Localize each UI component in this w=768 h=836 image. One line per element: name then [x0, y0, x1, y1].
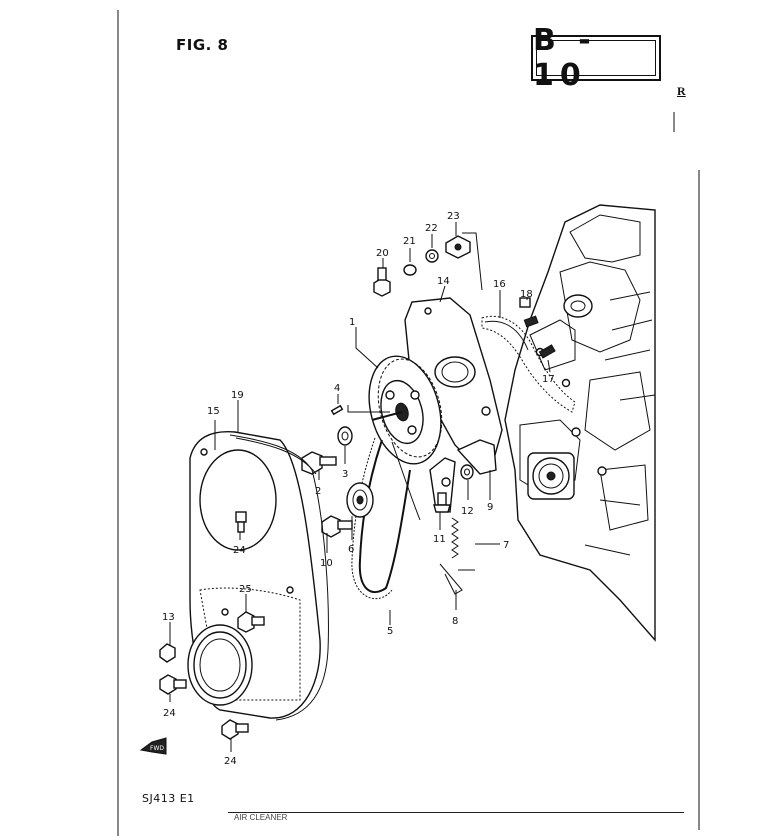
callout-20: 20 [376, 248, 389, 259]
bolt-11 [433, 492, 451, 513]
callout-17: 17 [542, 374, 555, 385]
callout-5: 5 [387, 626, 393, 637]
timing-belt [351, 437, 421, 600]
cover-bolt-24b [159, 674, 187, 695]
next-page-strip: AIR CLEANER [228, 812, 684, 826]
callout-16: 16 [493, 279, 506, 290]
callout-21: 21 [403, 236, 416, 247]
model-code-label: SJ413 E1 [142, 792, 195, 805]
callout-11: 11 [433, 534, 446, 545]
callout-4: 4 [334, 383, 340, 394]
tensioner-spring [451, 517, 475, 571]
callout-1: 1 [349, 317, 355, 328]
bolt-2 [301, 451, 337, 475]
cover-bolt-24c [221, 719, 249, 740]
callout-2: 2 [315, 486, 321, 497]
callout-7: 7 [503, 540, 509, 551]
washer-21 [403, 264, 417, 276]
callout-25: 25 [239, 584, 252, 595]
callout-labels: 1 2 3 4 5 6 7 8 9 10 11 12 13 14 15 16 1… [162, 211, 555, 767]
bolt-10 [321, 515, 353, 538]
fwd-arrow-icon: FWD [139, 737, 167, 755]
edge-mark: R [677, 84, 686, 98]
callout-22: 22 [425, 223, 438, 234]
camshaft-pulley [368, 355, 443, 465]
callout-18: 18 [520, 289, 533, 300]
key-4 [330, 404, 344, 416]
tensioner-pulley [346, 482, 374, 518]
fwd-label: FWD [150, 745, 164, 752]
spring-wire [439, 563, 463, 595]
nut-22 [425, 249, 439, 263]
callout-15: 15 [207, 406, 220, 417]
clip-18 [519, 297, 531, 308]
washer-3 [337, 426, 353, 446]
cover-gasket [481, 315, 576, 413]
callout-12: 12 [461, 506, 474, 517]
callout-23: 23 [447, 211, 460, 222]
figure-label: FIG. 8 [176, 36, 229, 54]
callout-24-upper: 24 [233, 545, 246, 556]
engine-block [504, 204, 656, 642]
leader-lines [169, 222, 551, 752]
washer-12 [460, 464, 474, 480]
callout-13: 13 [162, 612, 175, 623]
grommet-23 [445, 235, 471, 259]
callout-3: 3 [342, 469, 348, 480]
nut-13 [159, 643, 176, 663]
callout-10: 10 [320, 558, 333, 569]
callout-9: 9 [487, 502, 493, 513]
tensioner-plate [429, 439, 497, 513]
callout-19: 19 [231, 390, 244, 401]
callout-6: 6 [348, 544, 354, 555]
callout-24-left: 24 [163, 708, 176, 719]
bolt-20 [373, 267, 391, 297]
callout-24-bottom: 24 [224, 756, 237, 767]
inner-timing-cover [404, 297, 503, 461]
outer-timing-cover [187, 431, 329, 721]
cover-bolt-24a [235, 511, 247, 533]
callout-14: 14 [437, 276, 450, 287]
callout-8: 8 [452, 616, 458, 627]
